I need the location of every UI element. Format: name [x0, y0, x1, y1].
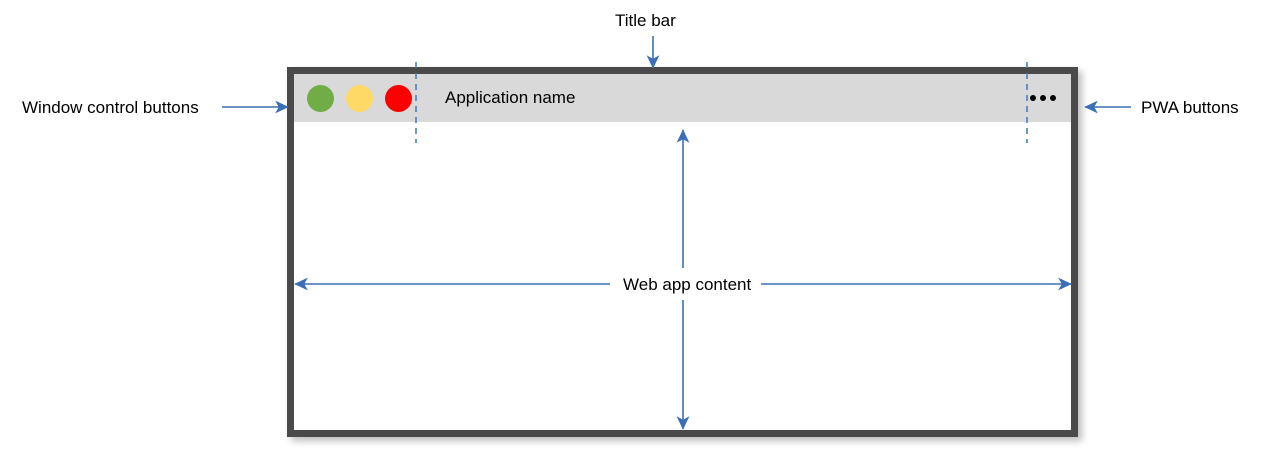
ellipsis-horizontal-icon-dot-2 — [1040, 95, 1046, 101]
annotation-label-title-bar: Title bar — [615, 11, 676, 30]
pwa-buttons[interactable] — [1030, 74, 1056, 122]
application-window: Application name — [287, 67, 1078, 437]
annotation-label-web-app-content: Web app content — [613, 276, 762, 293]
application-name-label: Application name — [445, 88, 576, 107]
ellipsis-horizontal-icon-dot-3 — [1050, 95, 1056, 101]
minimize-button[interactable] — [307, 84, 334, 112]
title-bar: Application name — [294, 74, 1071, 122]
annotation-label-window-controls: Window control buttons — [22, 98, 199, 117]
maximize-button[interactable] — [346, 84, 373, 112]
window-control-buttons[interactable] — [294, 84, 412, 112]
close-button[interactable] — [385, 84, 412, 112]
ellipsis-horizontal-icon-dot-1 — [1030, 95, 1036, 101]
annotation-label-pwa-buttons: PWA buttons — [1141, 98, 1239, 117]
